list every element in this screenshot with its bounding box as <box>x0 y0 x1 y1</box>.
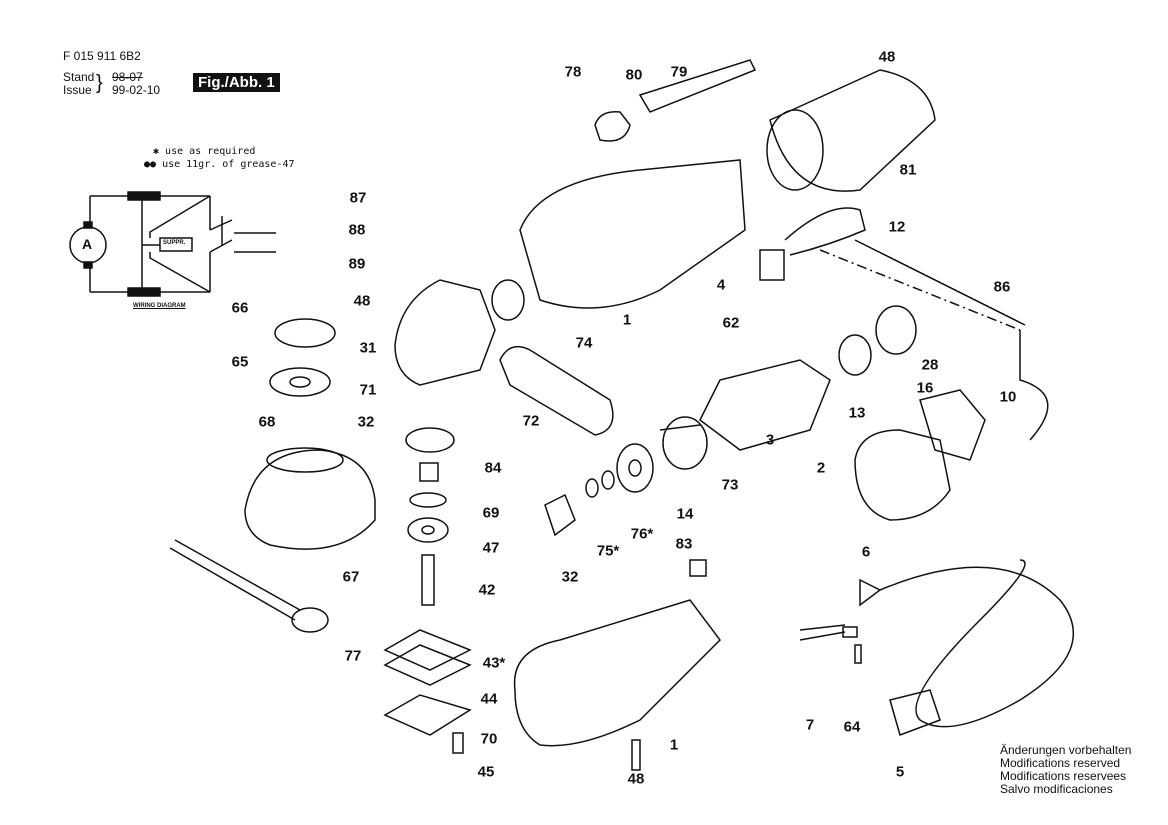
part-number-label: 64 <box>843 718 861 736</box>
asterisk-icon: ✱ <box>153 146 166 157</box>
part-number-label: 70 <box>480 730 498 748</box>
switch-button <box>594 111 631 142</box>
old-date: 98-07 <box>112 70 143 84</box>
part-number-label: 71 <box>359 381 377 399</box>
motor-label: A <box>82 236 93 252</box>
part-number-label: 69 <box>482 504 500 522</box>
part-number-label: 3 <box>765 431 775 449</box>
part-number-label: 10 <box>999 388 1017 406</box>
part-number-label: 13 <box>848 404 866 422</box>
modification-notes: Änderungen vorbehalten Modifications res… <box>1000 744 1131 796</box>
part-number-label: 74 <box>575 334 593 352</box>
power-cord <box>879 559 1075 728</box>
part-number-label: 87 <box>349 189 367 207</box>
cylinder-cover <box>769 69 936 192</box>
legend-asterisk: ✱ use as required <box>153 145 255 158</box>
field-coil <box>854 429 951 521</box>
part-number-label: 76* <box>630 525 654 543</box>
part-number-label: 4 <box>716 276 726 294</box>
part-number-label: 86 <box>993 278 1011 296</box>
suppressor-label: SUPPR. <box>163 240 186 246</box>
part-number-label: 48 <box>353 292 371 310</box>
stand-label: Stand <box>63 70 95 84</box>
motor-housing-bottom <box>513 599 721 747</box>
part-number-label: 62 <box>722 314 740 332</box>
part-number-label: 43* <box>482 654 506 672</box>
part-number-label: 79 <box>670 63 688 81</box>
asterisk-note: use as required <box>165 146 256 157</box>
part-number-label: 1 <box>622 311 632 329</box>
part-number-label: 88 <box>348 221 366 239</box>
part-number-label: 66 <box>231 299 249 317</box>
part-number-label: 44 <box>480 690 498 708</box>
part-number-label: 2 <box>816 459 826 477</box>
part-number-label: 5 <box>895 763 905 781</box>
note-en: Modifications reserved <box>1000 756 1121 770</box>
part-number-label: 83 <box>675 535 693 553</box>
part-number-label: 48 <box>878 48 896 66</box>
part-number-label: 72 <box>522 412 540 430</box>
part-number-label: 77 <box>344 647 362 665</box>
legend-dots: ●● use 11gr. of grease-47 <box>144 158 295 171</box>
part-number-label: 6 <box>861 543 871 561</box>
part-number-label: 68 <box>258 413 276 431</box>
part-number-label: 1 <box>669 736 679 754</box>
part-number-label: 45 <box>477 763 495 781</box>
figure-label: Fig./Abb. 1 <box>193 73 280 92</box>
motor-housing-top <box>519 159 746 309</box>
part-number-label: 48 <box>627 770 645 788</box>
part-number-label: 31 <box>359 339 377 357</box>
part-number-label: 73 <box>721 476 739 494</box>
wheel-guard <box>244 449 376 550</box>
part-number-label: 7 <box>805 716 815 734</box>
part-number-label: 89 <box>348 255 366 273</box>
note-fr: Modifications reservees <box>1000 769 1127 783</box>
side-handle <box>499 345 614 436</box>
wiring-diagram-title: WIRING DIAGRAM <box>133 303 186 309</box>
wiring-diagram <box>69 191 276 297</box>
gear-head <box>394 279 496 386</box>
part-number-label: 65 <box>231 353 249 371</box>
part-number-label: 81 <box>899 161 917 179</box>
part-number-label: 84 <box>484 459 502 477</box>
note-es: Salvo modificaciones <box>1000 782 1113 796</box>
part-number-label: 67 <box>342 568 360 586</box>
drawing-number: F 015 911 6B2 <box>63 49 141 63</box>
part-number-label: 12 <box>888 218 906 236</box>
grease-dots-icon: ●● <box>144 159 163 170</box>
armature <box>699 359 831 451</box>
issue-label: Issue <box>63 83 92 97</box>
part-number-label: 16 <box>916 379 934 397</box>
part-number-label: 28 <box>921 356 939 374</box>
part-number-label: 78 <box>564 63 582 81</box>
part-number-label: 32 <box>561 568 579 586</box>
part-number-label: 42 <box>478 581 496 599</box>
part-number-label: 80 <box>625 66 643 84</box>
part-number-label: 75* <box>596 542 620 560</box>
brace: } <box>96 72 103 94</box>
spanner-wrench <box>169 539 301 621</box>
part-number-label: 32 <box>357 413 375 431</box>
dots-note: use 11gr. of grease-47 <box>162 159 295 170</box>
switch-rod <box>638 59 757 113</box>
part-number-label: 47 <box>482 539 500 557</box>
part-number-label: 14 <box>676 505 694 523</box>
issue-date: 99-02-10 <box>112 83 161 97</box>
note-de: Änderungen vorbehalten <box>1000 743 1132 757</box>
